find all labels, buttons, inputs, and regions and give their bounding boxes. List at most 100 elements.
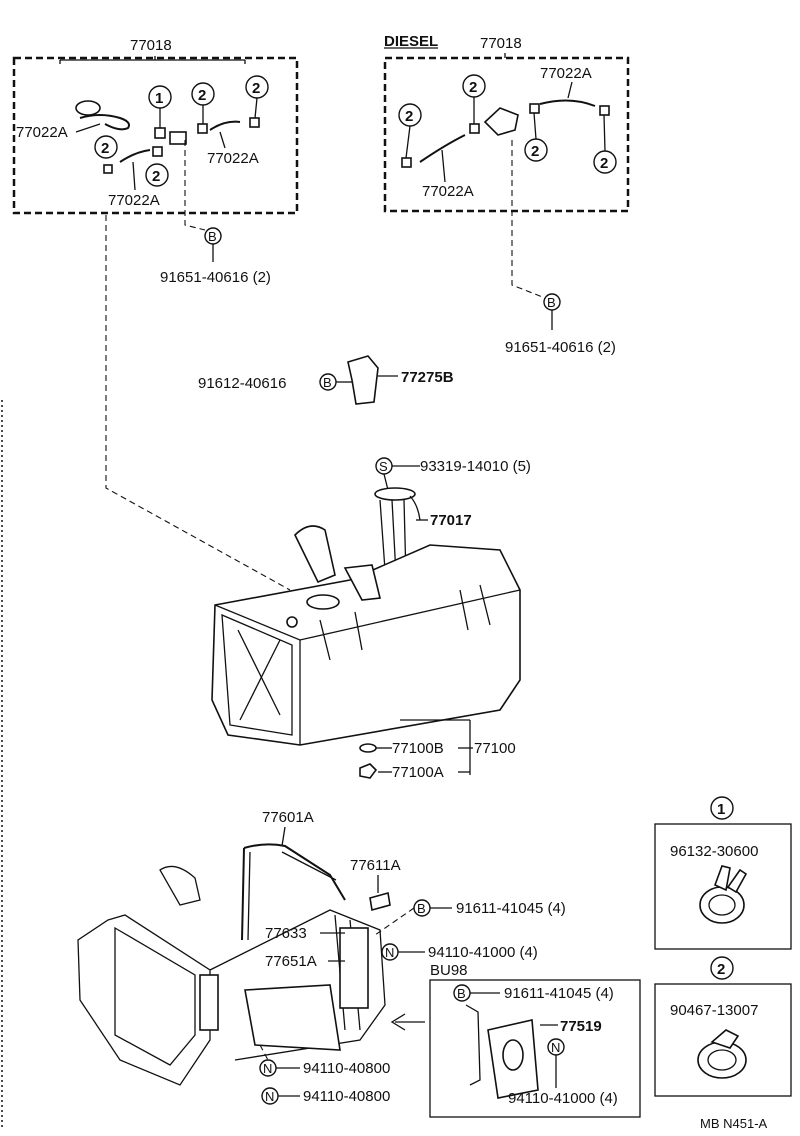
bu98-box: BU98 B 91611-41045 (4) 77519 N 94110-410… — [429, 962, 641, 1118]
clamp-diesel-a — [401, 157, 412, 168]
tank-body — [211, 544, 521, 746]
bu98-bolt-marker: B — [457, 986, 466, 1001]
band-pin-label: 77611A — [350, 857, 401, 874]
bolt-label-right: 91651-40616 (2) — [505, 339, 616, 356]
vent-assembly-left-box — [12, 56, 299, 215]
clamp1-ring — [699, 886, 745, 924]
vent-assy-right-label: 77018 — [480, 35, 522, 52]
connector-left-a — [154, 127, 166, 139]
bracket-bolt-marker: B — [323, 375, 332, 390]
clamp-diesel-b — [469, 123, 480, 134]
marker-2-diesel-a: 2 — [469, 79, 477, 96]
hose-diesel-a — [419, 134, 466, 163]
screw-marker: S — [379, 459, 388, 474]
nut-marker-b: N — [265, 1089, 274, 1104]
screw-label: 93319-14010 (5) — [420, 458, 531, 475]
clamp2-frame — [654, 983, 792, 1097]
vent-assy-left-label: 77018 — [130, 37, 172, 54]
diesel-label: DIESEL — [384, 33, 438, 50]
tank-vent-port — [286, 616, 298, 628]
hose-left-a — [79, 114, 130, 131]
tank-plug-icon — [359, 763, 378, 779]
bu98-bolt-label: 91611-41045 (4) — [504, 985, 614, 1002]
vent-assembly-diesel-box — [383, 56, 630, 213]
bu98-label: BU98 — [430, 962, 468, 979]
tank-bracket-mount — [343, 564, 381, 601]
protector-plate — [244, 984, 341, 1051]
tank-label: 77100 — [474, 740, 516, 757]
clamp-detail-2: 2 90467-13007 — [654, 956, 792, 1097]
bracket-bolt-label: 91612-40616 — [198, 375, 286, 392]
bu98-frame — [429, 979, 641, 1118]
band-pin — [369, 891, 391, 912]
bolt-label-left: 91651-40616 (2) — [160, 269, 271, 286]
tank-washer-label: 77100B — [392, 740, 444, 757]
tank-band-assembly: 77601A 77611A B 91611-41045 (4) N 94110-… — [77, 809, 566, 1105]
tank-plug-label: 77100A — [392, 764, 444, 781]
marker-2-diesel-c: 2 — [531, 143, 539, 160]
hose-label-left-3: 77022A — [108, 192, 160, 209]
filler-neck — [294, 525, 336, 584]
nut-label-b: 94110-40800 — [303, 1088, 390, 1105]
clamp2-part-label: 90467-13007 — [670, 1002, 758, 1019]
marker-2-diesel-b: 2 — [405, 108, 413, 125]
marker-1-left: 1 — [155, 90, 163, 107]
nut-label-a: 94110-40800 — [303, 1060, 390, 1077]
hose-label-diesel-1: 77022A — [540, 65, 592, 82]
clamp-diesel-d — [599, 105, 610, 116]
tank-washer-icon — [359, 743, 377, 753]
hose-label-left-2: 77022A — [207, 150, 259, 167]
bu98-nut-marker: N — [551, 1040, 560, 1055]
hose-diesel-b — [539, 99, 596, 107]
vent-bolts: B 91651-40616 (2) B 91651-40616 (2) — [160, 140, 616, 356]
cushion-label: 77633 — [265, 925, 307, 942]
bu98-bracket-label: 77519 — [560, 1018, 602, 1035]
fuel-tank: 77100B 77100 77100A — [105, 215, 521, 781]
clamp-detail-1: 1 96132-30600 — [654, 796, 792, 950]
tank-opening — [306, 594, 340, 610]
band-mount-plate — [339, 927, 369, 1009]
clamp-left-a — [103, 164, 113, 174]
marker-2-left-c: 2 — [101, 140, 109, 157]
protector-label: 77651A — [265, 953, 317, 970]
hose-left-b — [119, 149, 151, 163]
drawing-code: MB N451-A — [700, 1116, 768, 1131]
marker-2-left-d: 2 — [152, 168, 160, 185]
bolt-marker-right: B — [547, 295, 556, 310]
clamp2-ring — [697, 1041, 747, 1079]
clamp-left-b — [197, 123, 208, 134]
marker-2-diesel-d: 2 — [600, 155, 608, 172]
band-end-plate — [199, 974, 219, 1031]
nut-marker-a: N — [263, 1061, 272, 1076]
valve-left — [169, 131, 187, 145]
band-bolt-marker: B — [417, 901, 426, 916]
clamp1-frame — [654, 823, 792, 950]
band-nut-label: 94110-41000 (4) — [428, 944, 538, 961]
bu98-nut-label: 94110-41000 (4) — [508, 1090, 618, 1107]
marker-2-left-a: 2 — [198, 87, 206, 104]
gauge-flange — [374, 487, 416, 501]
sender-gauge-group: S 93319-14010 (5) 77017 — [374, 457, 531, 579]
band-label: 77601A — [262, 809, 314, 826]
bracket-group: B 91612-40616 77275B — [198, 355, 454, 405]
band-nut-marker: N — [385, 945, 394, 960]
clip-left-a — [75, 100, 101, 116]
vent-assembly-diesel: DIESEL 77018 2 2 2 2 77022A 77022A — [383, 33, 630, 213]
marker-2-left-b: 2 — [252, 80, 260, 97]
fuel-valve-diesel — [483, 107, 519, 136]
band-bolt-label: 91611-41045 (4) — [456, 900, 566, 917]
vent-assembly-left: 77018 1 2 2 2 2 77022A 77022A — [12, 37, 299, 215]
clamp1-marker: 1 — [717, 801, 725, 818]
gauge-label: 77017 — [430, 512, 472, 529]
clamp2-marker: 2 — [717, 961, 725, 978]
bracket-label: 77275B — [401, 369, 454, 386]
clamp-left-d — [152, 146, 163, 157]
clamp1-part-label: 96132-30600 — [670, 843, 758, 860]
hose-label-left-1: 77022A — [16, 124, 68, 141]
hose-left-c — [209, 120, 241, 131]
bolt-marker-left: B — [208, 229, 217, 244]
clamp-diesel-c — [529, 103, 540, 114]
clamp-left-c — [249, 117, 260, 128]
bracket-77275b — [347, 355, 379, 405]
